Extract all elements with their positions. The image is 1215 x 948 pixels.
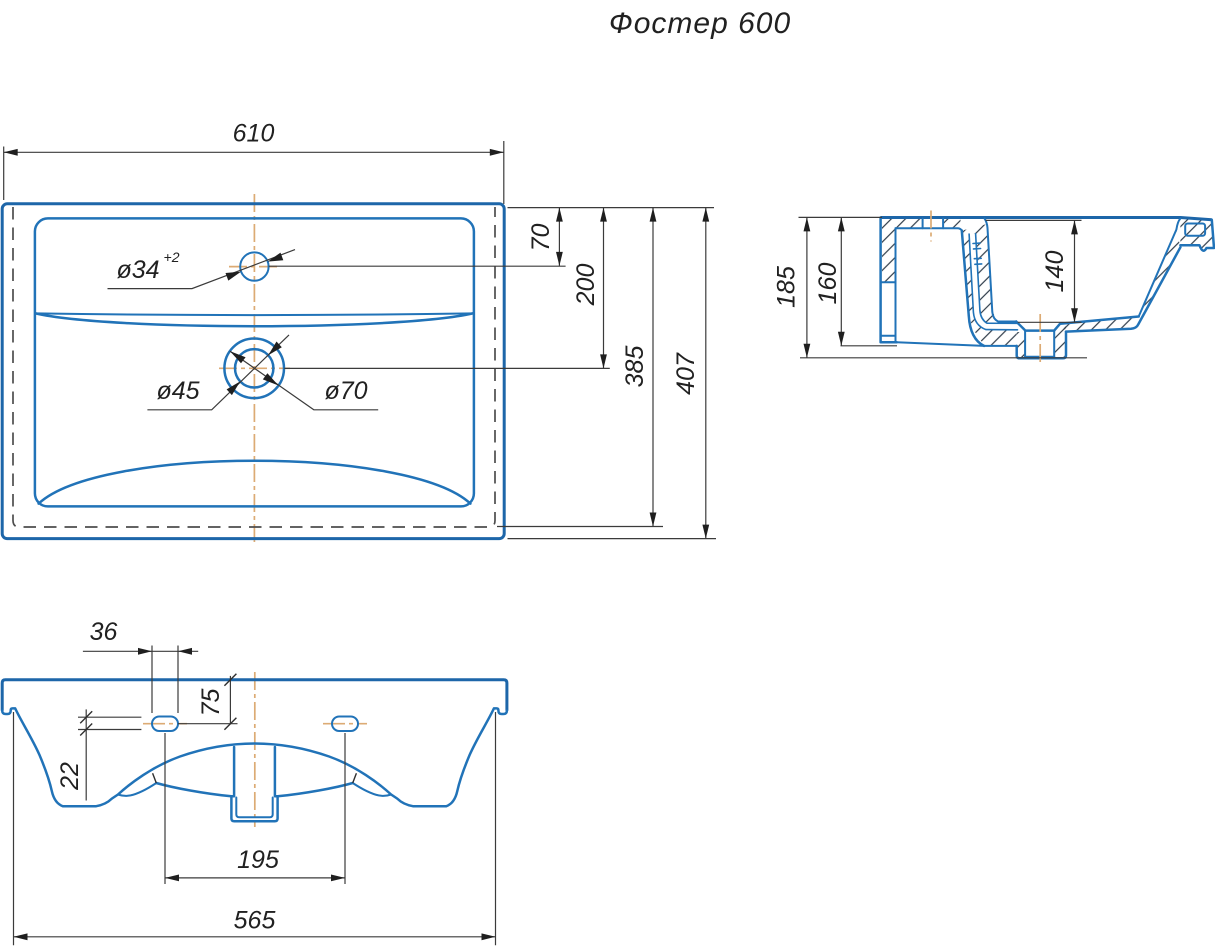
dim-body-width-565: 565	[12, 712, 497, 946]
section-outline	[879, 216, 1215, 360]
drain-inner-circle	[233, 347, 275, 389]
dim-22-value: 22	[56, 762, 84, 791]
dim-385-value: 385	[621, 346, 649, 388]
dim-slot-width-36: 36	[82, 618, 199, 713]
dim-160-value: 160	[814, 263, 842, 305]
leader-drain-inner-diameter: ø45	[147, 334, 290, 411]
front-view: 36 75 22 195	[0, 618, 509, 946]
drawing-title: Фостер 600	[609, 7, 791, 40]
dim-slot-offset-75: 75	[178, 673, 238, 731]
dim-70-value: 70	[527, 224, 555, 252]
dim-565-value: 565	[234, 907, 276, 935]
top-view-centerlines	[219, 194, 290, 545]
dim-140-value: 140	[1041, 251, 1069, 293]
dim-total-depth-407: 407	[672, 207, 710, 539]
basin-back-ledge	[34, 312, 475, 328]
dim-rim-to-drain-200: 200	[572, 207, 607, 369]
dim-185-value: 185	[773, 266, 801, 308]
drain-inner-label: ø45	[156, 377, 199, 405]
dim-inner-depth-385: 385	[621, 207, 657, 527]
front-right-wall	[412, 707, 509, 808]
mounting-slot-right	[331, 715, 359, 732]
outer-rim-outline	[0, 202, 506, 541]
front-drain-boss	[230, 745, 279, 823]
dim-407-value: 407	[672, 352, 700, 395]
faucet-tolerance-label: +2	[164, 249, 180, 265]
dim-slot-spacing-195: 195	[164, 733, 346, 884]
top-view: 610 70 200 385	[0, 120, 716, 545]
surface-break-line-right	[352, 773, 358, 784]
dim-slot-height-22: 22	[56, 709, 142, 801]
dim-width-value: 610	[233, 120, 275, 148]
dim-36-value: 36	[90, 618, 118, 646]
dim-total-height-185: 185	[773, 217, 811, 358]
drain-outer-label: ø70	[324, 377, 367, 405]
dim-back-wall-160: 160	[814, 217, 845, 346]
drain-outer-circle	[223, 337, 286, 400]
front-left-wall	[0, 707, 97, 808]
surface-break-line-left	[151, 773, 157, 784]
dim-bowl-depth-140: 140	[1041, 220, 1078, 323]
hidden-pedestal-outline	[12, 207, 496, 528]
front-rim-edge	[0, 678, 509, 711]
leader-drain-outer-diameter: ø70	[229, 350, 379, 411]
dim-width-610: 610	[3, 120, 505, 204]
side-section-view: 185 160 140	[773, 210, 1215, 365]
dim-195-value: 195	[237, 846, 279, 874]
front-apron-silhouette	[94, 742, 415, 808]
faucet-diameter-label: ø34	[116, 256, 159, 284]
basin-front-slope	[37, 459, 472, 505]
faucet-hole	[239, 251, 270, 282]
dim-75-value: 75	[197, 689, 225, 717]
leader-faucet-diameter: ø34 +2	[107, 249, 296, 290]
dim-rim-to-faucet-70: 70	[527, 207, 563, 266]
inner-basin-outline	[33, 217, 476, 508]
dim-200-value: 200	[572, 264, 600, 307]
